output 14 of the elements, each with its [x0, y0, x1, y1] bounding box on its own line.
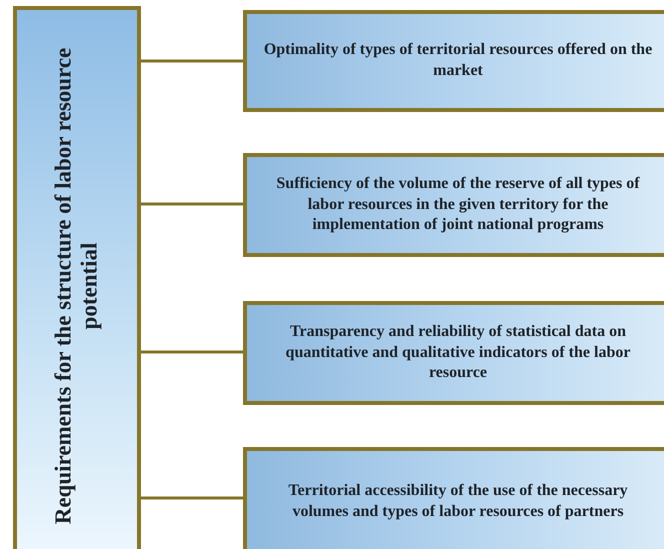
requirement-box	[243, 447, 664, 549]
requirement-text: Transparency and reliability of statistical data on quantitative and qualitative indicators of the labor resource	[284, 322, 632, 384]
category-title: Requirements for the structure of labor resource potential	[50, 46, 103, 526]
connector-line	[141, 496, 243, 500]
requirement-text: Sufficiency of the volume of the reserve of all types of labor resources in the given territory for the implementation of joint national programs	[275, 174, 641, 236]
requirement-box	[243, 153, 664, 257]
connector-line	[141, 350, 243, 354]
requirement-text: Optimality of types of territorial resources offered on the market	[262, 40, 654, 81]
requirement-text: Territorial accessibility of the use of the necessary volumes and types of labor resources of partners	[287, 481, 629, 522]
connector-line	[141, 60, 243, 62]
requirement-box	[243, 10, 664, 112]
category-box	[13, 6, 141, 549]
connector-line	[141, 202, 243, 206]
requirement-box	[243, 301, 664, 405]
